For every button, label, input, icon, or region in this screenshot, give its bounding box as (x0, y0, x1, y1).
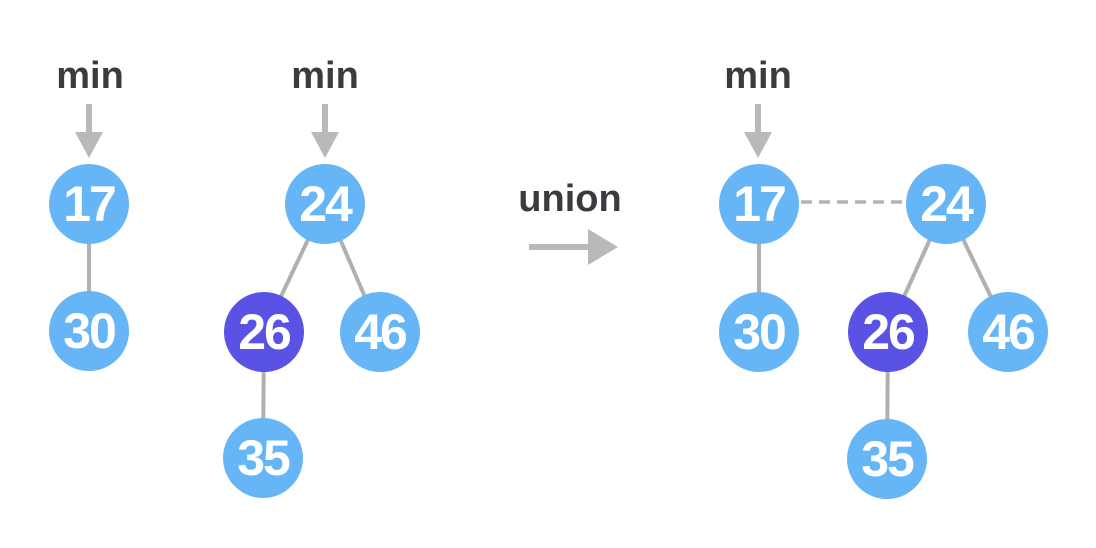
heap1-root-node-17: 17 (49, 164, 129, 244)
result-second-root-node-24: 24 (906, 164, 986, 244)
union-arrow (529, 229, 618, 265)
heap2-right-child-node-46: 46 (340, 292, 420, 372)
result-second-left-node-26: 26 (848, 292, 928, 372)
heap2-left-child-node-26: 26 (224, 292, 304, 372)
min-arrow-heap2 (311, 104, 339, 158)
heap1-child-node-30: 30 (49, 291, 129, 371)
union-operation-label: union (518, 178, 622, 220)
min-arrow-result (744, 104, 772, 158)
result-second-grandchild-node-35: 35 (847, 419, 927, 499)
result-min-root-node-17: 17 (719, 164, 799, 244)
heap2-root-node-24: 24 (285, 164, 365, 244)
min-pointer-label-result: min (724, 55, 792, 97)
heap2-grandchild-node-35: 35 (223, 418, 303, 498)
result-min-child-node-30: 30 (719, 292, 799, 372)
min-arrow-heap1 (75, 104, 103, 158)
result-second-right-node-46: 46 (968, 292, 1048, 372)
min-pointer-label-heap1: min (56, 55, 124, 97)
min-pointer-label-heap2: min (291, 55, 359, 97)
